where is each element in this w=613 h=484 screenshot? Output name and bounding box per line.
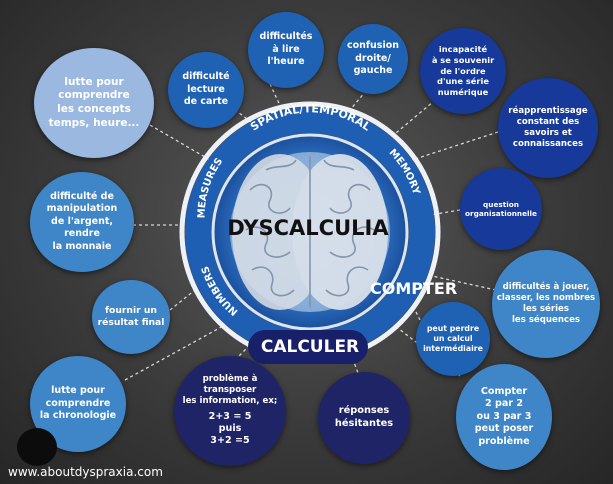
bubble-lecture-carte: difficulté lecture de carte: [168, 52, 244, 128]
bubble-compter-2par2: Compter 2 par 2 ou 3 par 3 peut poser pr…: [456, 364, 552, 470]
svg-text:NUMBERS: NUMBERS: [200, 264, 240, 317]
footer-url: www.aboutdyspraxia.com: [8, 465, 163, 479]
calculer-band: [248, 330, 368, 364]
bubble-concepts-temps: lutte pour comprendre les concepts temps…: [34, 48, 154, 158]
svg-text:MEMORY: MEMORY: [387, 147, 422, 196]
ring-label-numbers: NUMBERS: [200, 264, 240, 317]
bubble-resultat-final: fournir un résultat final: [92, 280, 170, 354]
diagram-title: DYSCALCULIA: [227, 216, 389, 240]
svg-text:MEASURES: MEASURES: [196, 156, 225, 218]
bubble-lire-heure: difficultés à lire l'heure: [248, 12, 324, 88]
ring-label-memory: MEMORY: [387, 147, 422, 196]
bubble-chronologie: lutte pour comprendre la chronologie: [30, 356, 126, 452]
bubble-question-org: question organisationnelle: [460, 168, 542, 250]
svg-text:SPATIAL/TEMPORAL: SPATIAL/TEMPORAL: [248, 102, 373, 133]
bubble-incapacite: incapacité à se souvenir de l'ordre d'un…: [420, 28, 506, 114]
bubble-confusion: confusion droite/ gauche: [338, 24, 408, 94]
ring-label-measures: MEASURES: [196, 156, 225, 218]
bubble-jouer: difficultés à jouer, classer, les nombre…: [492, 250, 600, 358]
bubble-calcul-intermediaire: peut perdre un calcul intermédiaire: [416, 302, 490, 376]
logo-blob: [17, 428, 57, 466]
center-label-compter: COMPTER: [370, 279, 458, 298]
bubble-hesitantes: réponses hésitantes: [318, 372, 410, 464]
center-label-calculer: CALCULER: [260, 337, 360, 357]
bubble-argent: difficulté de manipulation de l'argent, …: [30, 172, 134, 272]
bubble-reapprentissage: réapprentissage constant des savoirs et …: [498, 78, 598, 178]
bubble-transposer: problème à transposer les information, e…: [174, 356, 286, 466]
ring-label-spatial: SPATIAL/TEMPORAL: [248, 102, 373, 133]
